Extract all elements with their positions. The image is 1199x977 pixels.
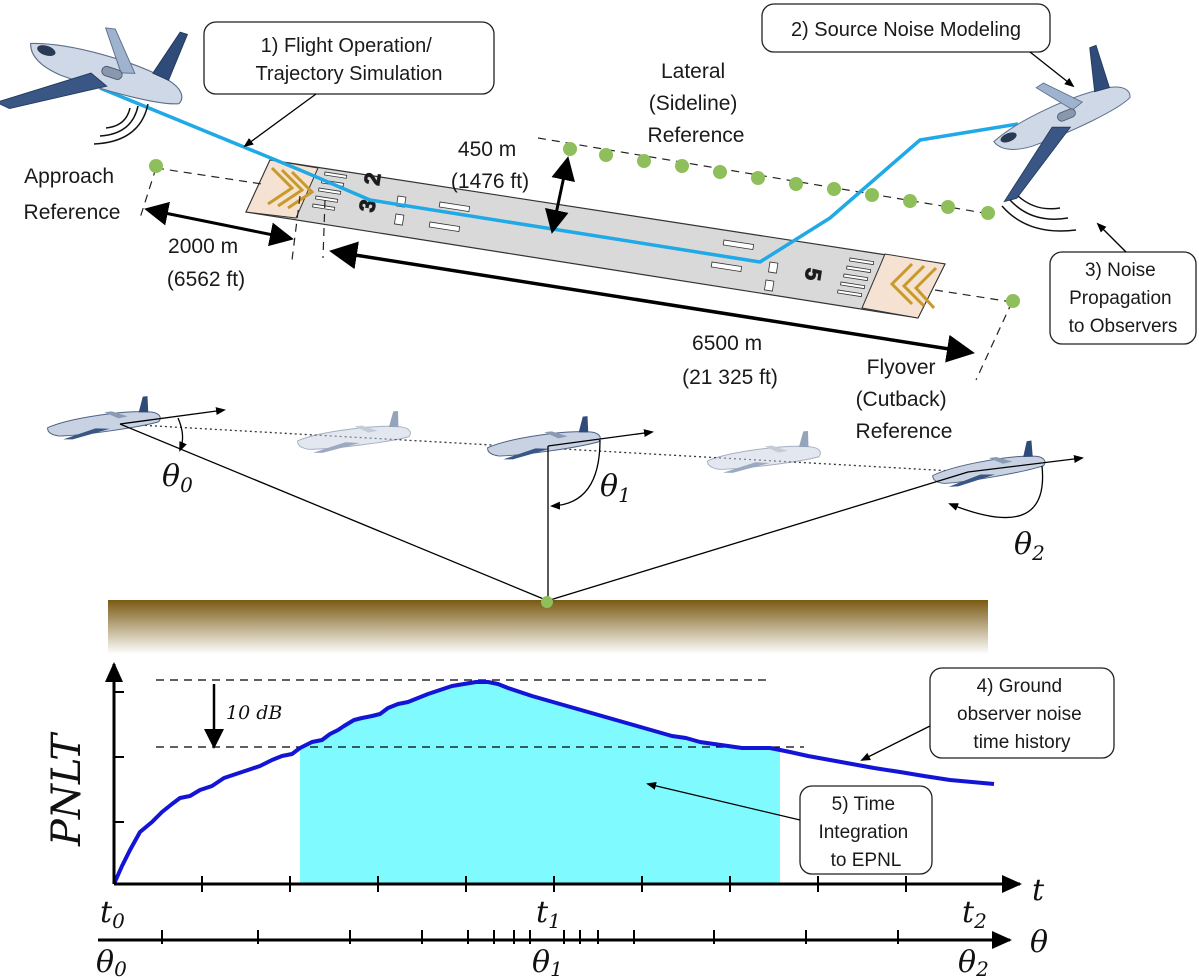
- theta-axis-ticks: [161, 930, 899, 944]
- 10db-label: 10 dB: [226, 702, 282, 724]
- theta1-label: θ: [600, 469, 618, 504]
- flyover-reference-line2: (Cutback): [856, 388, 947, 411]
- departure-airplane: [962, 39, 1151, 204]
- svg-text:6500 m (21 325 ft): 6500 m (21 325 ft): [682, 332, 778, 389]
- svg-text:t1: t1: [536, 895, 561, 933]
- t1-label: t: [536, 895, 549, 930]
- callout-time-integration-line2: Integration: [818, 822, 908, 843]
- theta0-sub: 0: [180, 473, 193, 497]
- lateral-distance-arrow: [544, 156, 576, 234]
- svg-text:4) Ground observer noi: 4) Ground observer noise time history: [957, 676, 1087, 753]
- t-axis-ticks: [201, 876, 907, 892]
- pnlt-plot: 10 dB PNLT t t0 t1 t2 θ θ0 θ1 θ2 4) Grou…: [44, 662, 1115, 977]
- lateral-reference-line2: (Sideline): [649, 92, 738, 115]
- callout-source-noise: 2) Source Noise Modeling: [761, 3, 1075, 88]
- theta-axis-label: θ: [1030, 925, 1048, 960]
- approach-reference-line2: Reference: [24, 201, 121, 224]
- pnlt-curve: [112, 680, 995, 885]
- svg-text:3) Noise Propagation: 3) Noise Propagation to Observers: [1069, 260, 1178, 337]
- runway-number-left-top: 2: [359, 171, 386, 187]
- svg-text:Approach Reference: Approach Reference: [24, 165, 121, 224]
- callout-time-integration-line1: 5) Time: [832, 794, 895, 815]
- svg-text:t2: t2: [962, 895, 987, 933]
- approach-distance-ft: (6562 ft): [167, 268, 245, 291]
- t2-label: t: [962, 895, 975, 930]
- airplane-ghost-1: [295, 409, 412, 456]
- svg-text:θ0: θ0: [162, 459, 193, 497]
- theta2-sub: 2: [1031, 541, 1045, 565]
- svg-text:Flyover (Cutback): Flyover (Cutback) Reference: [856, 356, 953, 443]
- callout-noise-propagation: 3) Noise Propagation to Observers: [1049, 222, 1197, 345]
- theta0-axis-sub: 0: [114, 957, 127, 977]
- theta1-axis-sub: 1: [550, 957, 563, 977]
- ground-observer-dot: [541, 596, 553, 608]
- callout-flight-operation-line2: Trajectory Simulation: [255, 63, 442, 85]
- svg-text:θ2: θ2: [1014, 527, 1045, 565]
- theta1-sub: 1: [618, 483, 631, 507]
- sound-waves-right-icon: [1001, 195, 1077, 232]
- svg-text:t0: t0: [100, 895, 125, 933]
- approach-reference-line1: Approach: [24, 165, 114, 188]
- lateral-reference-line3: Reference: [648, 124, 745, 147]
- callout-noise-propagation-line1: 3) Noise: [1085, 260, 1156, 281]
- y-axis-ticks: [114, 691, 124, 823]
- svg-text:2000 m (6562 ft): 2000 m (6562 ft): [167, 235, 245, 291]
- flyover-reference-line3: Reference: [856, 420, 953, 443]
- approach-distance-m: 2000 m: [168, 235, 238, 258]
- callout-noise-propagation-line2: Propagation: [1069, 288, 1171, 309]
- theta2-axis-sub: 2: [975, 957, 989, 977]
- svg-text:450 m (1476 ft): 450 m (1476 ft): [451, 138, 529, 193]
- approach-airplane: [0, 0, 202, 159]
- sound-waves-left-icon: [93, 103, 149, 145]
- lateral-reference-line1: Lateral: [661, 60, 725, 83]
- callout-ground-history: 4) Ground observer noise time history: [860, 667, 1115, 761]
- runway-scene: 2 3 5: [0, 0, 1197, 443]
- approach-observer-dot: [149, 159, 163, 173]
- y-axis-label: PNLT: [44, 731, 90, 847]
- t-axis-label: t: [1032, 873, 1045, 908]
- svg-text:θ0: θ0: [96, 945, 127, 977]
- t2-sub: 2: [973, 909, 987, 933]
- callout-ground-history-line2: observer noise: [957, 704, 1082, 725]
- svg-text:θ2: θ2: [958, 945, 989, 977]
- callout-source-noise-text: 2) Source Noise Modeling: [791, 19, 1021, 41]
- callout-ground-history-line3: time history: [973, 732, 1071, 753]
- theta1-axis-label: θ: [532, 945, 550, 977]
- airplane-position-1: [484, 414, 603, 463]
- airplane-ghost-2: [705, 429, 822, 476]
- lateral-distance-ft: (1476 ft): [451, 170, 529, 193]
- svg-text:5) Time Integration: 5) Time Integration to EPNL: [818, 794, 913, 871]
- callout-noise-propagation-line3: to Observers: [1069, 316, 1178, 337]
- theta2-axis-label: θ: [958, 945, 976, 977]
- integration-area: [300, 682, 780, 884]
- sideline-observer-dots: [563, 142, 995, 220]
- callout-time-integration: 5) Time Integration to EPNL: [646, 781, 933, 875]
- theta0-label: θ: [162, 459, 180, 494]
- t0-label: t: [100, 895, 113, 930]
- airplane-position-0: [44, 394, 163, 443]
- flyover-distance-ft: (21 325 ft): [682, 366, 778, 389]
- flyover-reference-line1: Flyover: [867, 356, 936, 379]
- svg-text:θ1: θ1: [600, 469, 631, 507]
- approach-distance-arrow: [144, 201, 294, 247]
- ground: [108, 600, 988, 654]
- flyover-distance-m: 6500 m: [692, 332, 762, 355]
- t0-sub: 0: [112, 909, 125, 933]
- callout-ground-history-line1: 4) Ground: [977, 676, 1063, 697]
- flyover-observer-dot: [1006, 294, 1020, 308]
- flyover-geometry: θ0 θ1 θ2: [44, 394, 1084, 654]
- callout-time-integration-line3: to EPNL: [831, 850, 902, 871]
- svg-text:Lateral (Sideline): Lateral (Sideline) Reference: [648, 60, 745, 147]
- theta0-axis-label: θ: [96, 945, 114, 977]
- callout-flight-operation: 1) Flight Operation/ Trajectory Simulati…: [203, 21, 495, 148]
- callout-flight-operation-line1: 1) Flight Operation/: [261, 35, 433, 57]
- runway-chevrons-left: [267, 166, 315, 210]
- flyover-distance-arrow: [329, 241, 975, 363]
- theta2-label: θ: [1014, 527, 1032, 562]
- t1-sub: 1: [548, 909, 561, 933]
- svg-text:1) Flight Operation/ T: 1) Flight Operation/ Trajectory Simulati…: [255, 35, 442, 85]
- svg-text:θ1: θ1: [532, 945, 563, 977]
- lateral-distance-m: 450 m: [458, 138, 516, 161]
